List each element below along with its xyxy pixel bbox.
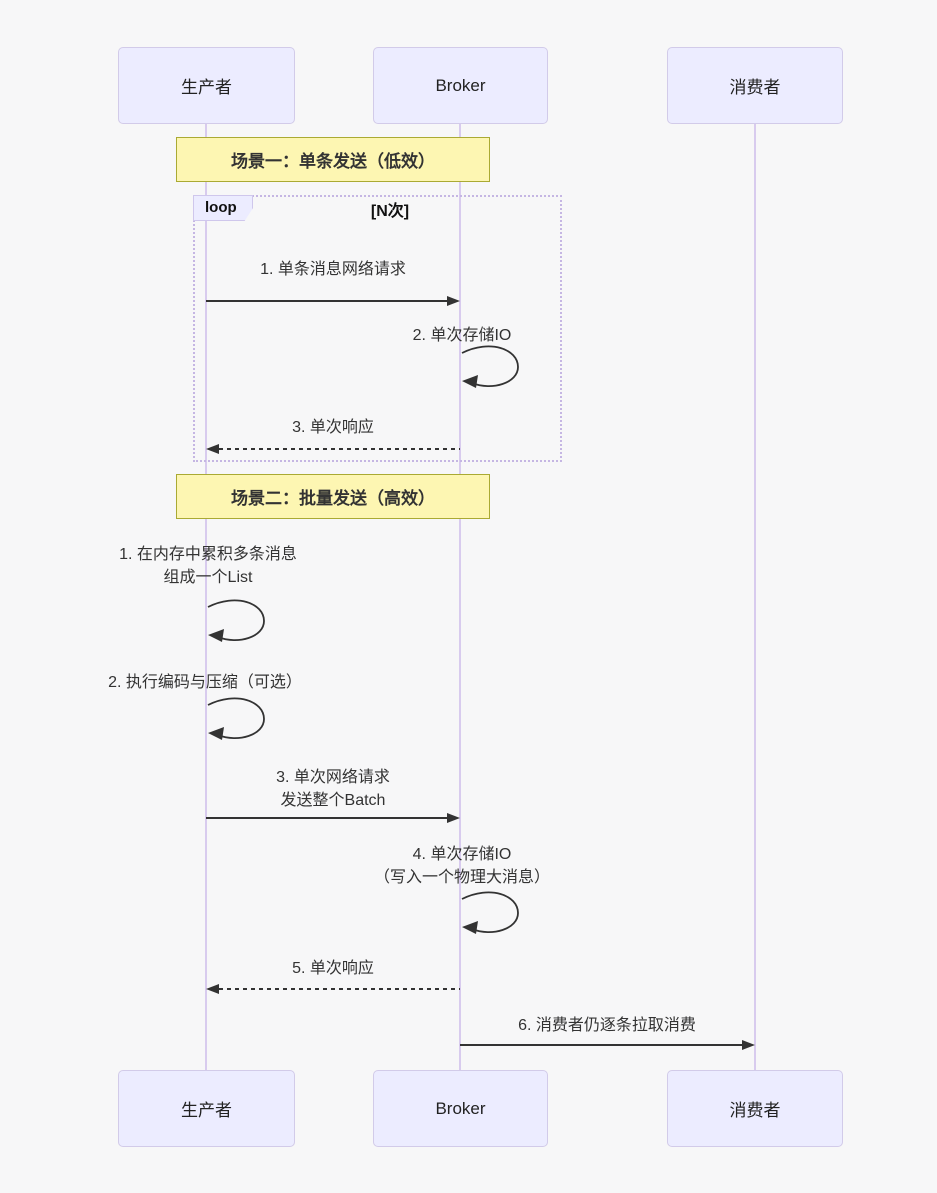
message-6-arrowhead <box>447 813 460 823</box>
loop-condition: [N次] <box>371 197 409 221</box>
note-scenario-1: 场景一：单条发送（低效） <box>176 137 490 182</box>
message-7-selfloop-arrow <box>461 891 519 934</box>
message-text-line: 发送整个Batch <box>280 792 386 809</box>
loop-frame <box>193 195 562 462</box>
message-7-text: 4. 单次存储IO （写入一个物理大消息） <box>374 843 550 889</box>
message-5-selfloop-arrow <box>207 697 265 740</box>
participant-bottom-broker: Broker <box>373 1070 548 1147</box>
message-text-line: 2. 执行编码与压缩（可选） <box>108 674 302 691</box>
message-text-line: 1. 单条消息网络请求 <box>260 261 406 278</box>
participant-label: 消费者 <box>729 1101 781 1120</box>
message-text-line: 5. 单次响应 <box>292 960 374 977</box>
message-9-arrowhead <box>742 1040 755 1050</box>
message-4-text: 1. 在内存中累积多条消息 组成一个List <box>119 543 297 589</box>
loop-label-text: loop <box>205 199 237 216</box>
message-2-text: 2. 单次存储IO <box>413 324 512 347</box>
message-1-arrowhead <box>447 296 460 306</box>
lifeline-producer <box>205 124 207 1070</box>
loop-condition-text: [N次] <box>370 203 410 220</box>
participant-bottom-consumer: 消费者 <box>667 1070 843 1147</box>
message-4-selfloop-arrow <box>207 599 265 642</box>
participant-label: 生产者 <box>181 78 232 97</box>
participant-bottom-producer: 生产者 <box>118 1070 295 1147</box>
participant-top-producer: 生产者 <box>118 47 295 124</box>
message-9-arrow <box>460 1044 743 1046</box>
message-3-arrow <box>219 448 460 450</box>
message-8-arrow <box>219 988 460 990</box>
message-1-arrow <box>206 300 452 302</box>
message-3-arrowhead <box>206 444 219 454</box>
loop-label: loop <box>193 195 253 221</box>
note-label: 场景二：批量发送（高效） <box>231 489 435 508</box>
message-text-line: 6. 消费者仍逐条拉取消费 <box>518 1017 696 1034</box>
note-label: 场景一：单条发送（低效） <box>231 152 435 171</box>
message-text-line: 3. 单次响应 <box>292 419 374 436</box>
message-text-line: 2. 单次存储IO <box>412 327 512 344</box>
participant-label: Broker <box>435 75 486 95</box>
message-8-arrowhead <box>206 984 219 994</box>
lifeline-consumer <box>754 124 756 1070</box>
participant-top-broker: Broker <box>373 47 548 124</box>
message-3-text: 3. 单次响应 <box>292 416 374 439</box>
participant-label: Broker <box>435 1098 486 1118</box>
message-9-text: 6. 消费者仍逐条拉取消费 <box>518 1014 696 1037</box>
message-text-line: （写入一个物理大消息） <box>373 869 551 886</box>
message-text-line: 组成一个List <box>163 569 253 586</box>
lifeline-broker <box>459 124 461 1070</box>
note-scenario-2: 场景二：批量发送（高效） <box>176 474 490 519</box>
participant-top-consumer: 消费者 <box>667 47 843 124</box>
message-1-text: 1. 单条消息网络请求 <box>260 258 406 281</box>
message-6-arrow <box>206 817 452 819</box>
message-6-text: 3. 单次网络请求 发送整个Batch <box>276 766 390 812</box>
message-8-text: 5. 单次响应 <box>292 957 374 980</box>
participant-label: 生产者 <box>181 1101 232 1120</box>
message-2-selfloop-arrow <box>461 345 519 388</box>
message-text-line: 4. 单次存储IO <box>412 846 512 863</box>
message-text-line: 1. 在内存中累积多条消息 <box>119 546 297 563</box>
message-5-text: 2. 执行编码与压缩（可选） <box>108 671 302 694</box>
message-text-line: 3. 单次网络请求 <box>276 769 390 786</box>
participant-label: 消费者 <box>729 78 781 97</box>
